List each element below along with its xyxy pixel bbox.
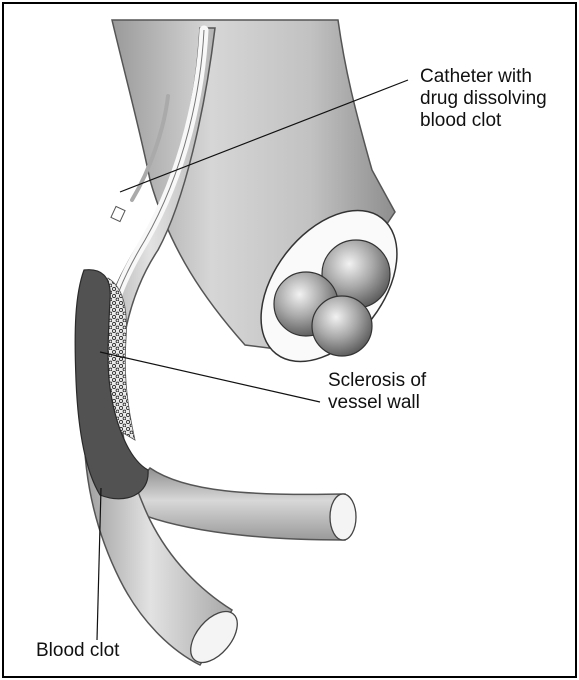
label-sclerosis: Sclerosis of vessel wall <box>328 370 426 414</box>
label-catheter: Catheter with drug dissolving blood clot <box>420 66 547 132</box>
catheter-tip-marker <box>111 206 125 221</box>
label-blood-clot: Blood clot <box>36 640 119 662</box>
